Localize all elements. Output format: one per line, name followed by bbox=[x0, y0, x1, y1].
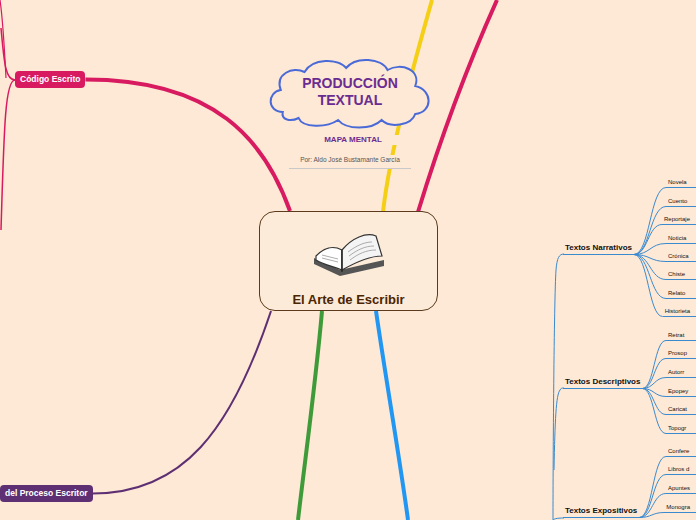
branch-connector bbox=[634, 255, 663, 317]
leaf-node: Noticia bbox=[666, 234, 696, 244]
leaf-node: Topogr bbox=[666, 424, 696, 434]
leaf-node: Epopey bbox=[666, 387, 696, 397]
node-text: Textos Narrativos bbox=[565, 243, 632, 253]
node-text: Historieta bbox=[665, 307, 695, 315]
blue-branch bbox=[376, 311, 408, 520]
node-text: Reportaje bbox=[664, 215, 695, 223]
leaf-node: Cuento bbox=[666, 197, 696, 207]
node-text: del Proceso Escritor bbox=[5, 488, 88, 499]
pink-subbranch bbox=[1, 80, 15, 230]
branch-connector bbox=[639, 475, 666, 518]
leaf-node: Caricat bbox=[666, 405, 696, 415]
branch-connector bbox=[634, 207, 666, 255]
topic-node: Textos Expositivos bbox=[563, 506, 639, 518]
branch-connector bbox=[634, 244, 666, 255]
leaf-node: Relato bbox=[666, 289, 696, 299]
node-text: PRODUCCIÓN TEXTUAL bbox=[291, 75, 409, 109]
leaf-node: Reportaje bbox=[662, 215, 696, 225]
pink-subbranch bbox=[0, 0, 6, 78]
node-text: Monogra bbox=[666, 503, 695, 511]
node-text: Novela bbox=[668, 178, 695, 186]
branch-connector bbox=[642, 378, 666, 389]
branch-connector bbox=[85, 80, 290, 212]
leaf-node: Autorr bbox=[666, 368, 696, 378]
book-icon bbox=[314, 235, 384, 276]
branch-connector bbox=[642, 389, 666, 434]
node-text: El Arte de Escribir bbox=[260, 292, 437, 307]
subtitle: MAPA MENTAL bbox=[300, 135, 406, 145]
node-text: Apuntes bbox=[668, 484, 695, 492]
leaf-node: Chiste bbox=[666, 270, 696, 280]
node-text: Retrat bbox=[668, 331, 695, 339]
leaf-node: Historieta bbox=[663, 307, 696, 317]
topic-node: Textos Descriptivos bbox=[563, 377, 642, 389]
node-text: Noticia bbox=[668, 234, 695, 242]
node-text: Cuento bbox=[668, 197, 695, 205]
node-text: Crónica bbox=[668, 252, 695, 260]
branch-connector bbox=[93, 311, 271, 494]
node-text: Chiste bbox=[668, 270, 695, 278]
leaf-node: Crónica bbox=[666, 252, 696, 262]
node-text: Textos Expositivos bbox=[565, 506, 637, 516]
branch-connector bbox=[642, 341, 666, 389]
pill-node: del Proceso Escritor bbox=[0, 485, 93, 502]
branch-connector bbox=[639, 513, 664, 518]
leaf-node: Retrat bbox=[666, 331, 696, 341]
branch-connector bbox=[639, 457, 666, 518]
green-branch bbox=[298, 311, 322, 520]
node-text: Topogr bbox=[668, 424, 695, 432]
leaf-node: Confere bbox=[666, 447, 696, 457]
branch-connector bbox=[639, 494, 666, 518]
node-text: Prosop bbox=[668, 349, 695, 357]
node-text: Autorr bbox=[668, 368, 695, 376]
node-text: Epopey bbox=[668, 387, 695, 395]
topic-node: Textos Narrativos bbox=[563, 243, 634, 255]
node-text: Código Escrito bbox=[20, 74, 80, 85]
center-node: El Arte de Escribir bbox=[259, 211, 438, 311]
node-text: Confere bbox=[668, 447, 695, 455]
pill-node: Código Escrito bbox=[15, 71, 85, 88]
node-text: Relato bbox=[668, 289, 695, 297]
author-credit: Por: Aldo José Bustamante García bbox=[289, 155, 411, 169]
center-fill bbox=[260, 212, 438, 311]
leaf-node: Libros d bbox=[666, 465, 696, 475]
leaf-node: Apuntes bbox=[666, 484, 696, 494]
leaf-node: Monogra bbox=[664, 503, 696, 513]
blue-trunk bbox=[553, 518, 564, 520]
leaf-node: Novela bbox=[666, 178, 696, 188]
blue-trunk bbox=[554, 388, 564, 470]
node-text: Caricat bbox=[668, 405, 695, 413]
cloud-node: PRODUCCIÓN TEXTUAL bbox=[263, 56, 437, 128]
node-text: Textos Descriptivos bbox=[565, 377, 640, 387]
red-branch bbox=[418, 0, 497, 212]
branch-connector bbox=[642, 359, 666, 389]
node-text: Libros d bbox=[668, 465, 695, 473]
leaf-node: Prosop bbox=[666, 349, 696, 359]
